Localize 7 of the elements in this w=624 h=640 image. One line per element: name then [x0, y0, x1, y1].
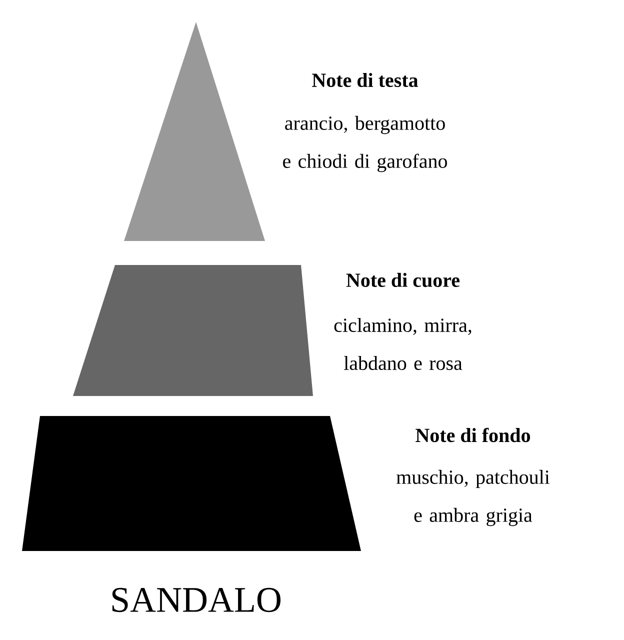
- tier-heading: Note di cuore: [346, 272, 460, 288]
- title: SANDALO: [112, 588, 280, 612]
- note-list: ciclamino, mirra, labdano e rosa: [334, 318, 472, 370]
- tier-heading: Note di testa: [312, 72, 418, 88]
- tier-heading: Note di fondo: [416, 428, 530, 442]
- note-list: muschio, patchouli e ambra grigia: [396, 470, 550, 526]
- note-list: arancio, bergamotto e chiodi di garofano: [283, 116, 447, 172]
